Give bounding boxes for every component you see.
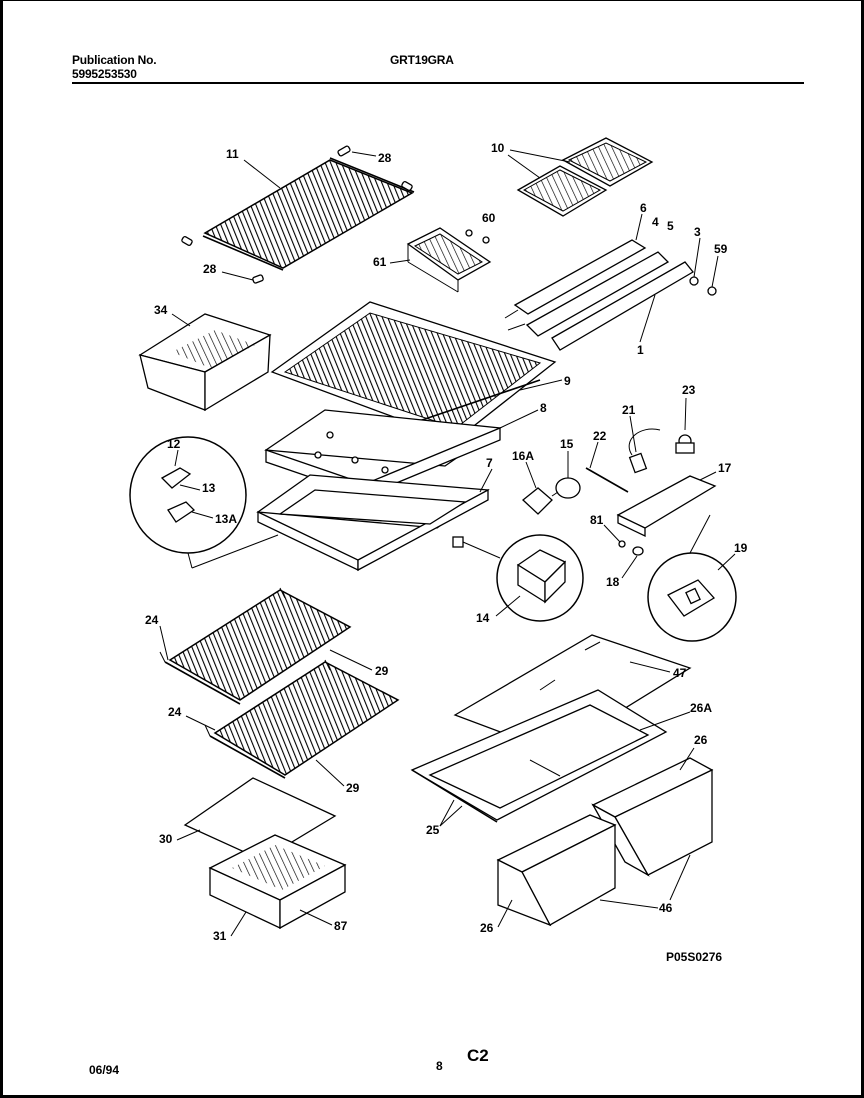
callout: 18: [606, 575, 620, 589]
callout: 46: [659, 901, 673, 915]
callout: 34: [154, 303, 168, 317]
callout: 15: [560, 437, 574, 451]
callout: 16A: [512, 449, 534, 463]
callout: 28: [378, 151, 392, 165]
header-rule: [72, 82, 804, 84]
section-code: C2: [467, 1046, 489, 1065]
callout: 24: [168, 705, 182, 719]
callout: 1: [637, 343, 644, 357]
callout: 25: [426, 823, 440, 837]
callout-labels: 11 28 28 10 60 61 6 4 5 3 59 34 1 9 8 23…: [145, 141, 748, 943]
callout: 12: [167, 437, 181, 451]
callout: 8: [540, 401, 547, 415]
callout: 87: [334, 919, 348, 933]
callout: 59: [714, 242, 728, 256]
shelf-frame: [270, 301, 557, 441]
callout: 31: [213, 929, 227, 943]
callout: 3: [694, 225, 701, 239]
publication-label: Publication No.: [72, 53, 157, 67]
model-number: GRT19GRA: [390, 53, 454, 67]
callout: 47: [673, 666, 687, 680]
callout: 7: [486, 456, 493, 470]
ice-bucket: [406, 227, 492, 293]
fresh-food-shelf-upper: [159, 587, 352, 705]
callout: 13: [202, 481, 216, 495]
callout: 29: [346, 781, 360, 795]
freezer-wire-shelf: [202, 157, 415, 271]
callout: 26A: [690, 701, 712, 715]
footer-date: 06/94: [89, 1063, 120, 1077]
callout: 4: [652, 215, 659, 229]
callout: 14: [476, 611, 490, 625]
callout: 61: [373, 255, 387, 269]
callout: 28: [203, 262, 217, 276]
crisper-drawer-left: [496, 814, 617, 927]
meat-pan: [183, 777, 347, 930]
callout: 60: [482, 211, 496, 225]
ice-trays: [516, 137, 654, 217]
shelf-rails: [504, 239, 717, 351]
lamp-socket: [522, 477, 581, 515]
callout: 21: [622, 403, 636, 417]
shelf-assembly: [264, 409, 502, 497]
callout: 22: [593, 429, 607, 443]
callout: 26: [694, 733, 708, 747]
callout: 9: [564, 374, 571, 388]
freezer-basket: [138, 313, 272, 412]
crisper-support-frame: [410, 689, 668, 823]
callout: 24: [145, 613, 159, 627]
callout: 29: [375, 664, 389, 678]
drawing-code: P05S0276: [666, 950, 723, 964]
crisper-frame: [256, 474, 490, 572]
callout: 10: [491, 141, 505, 155]
callout: 30: [159, 832, 173, 846]
callout: 6: [640, 201, 647, 215]
callout: 23: [682, 383, 696, 397]
fresh-food-shelf-lower: [204, 659, 400, 779]
shelf-pins: [181, 145, 413, 284]
thermostat-parts: [585, 428, 717, 556]
callout: 26: [480, 921, 494, 935]
callout: 81: [590, 513, 604, 527]
publication-number: 5995253530: [72, 67, 137, 81]
detail-circle-switch: [647, 514, 737, 642]
callout: 13A: [215, 512, 237, 526]
callout: 11: [226, 147, 239, 161]
detail-circle-left: [129, 436, 279, 569]
callout: 5: [667, 219, 674, 233]
callout: 17: [718, 461, 732, 475]
page-number: 8: [436, 1059, 443, 1073]
callout: 19: [734, 541, 748, 555]
detail-circle-light: [452, 534, 584, 622]
